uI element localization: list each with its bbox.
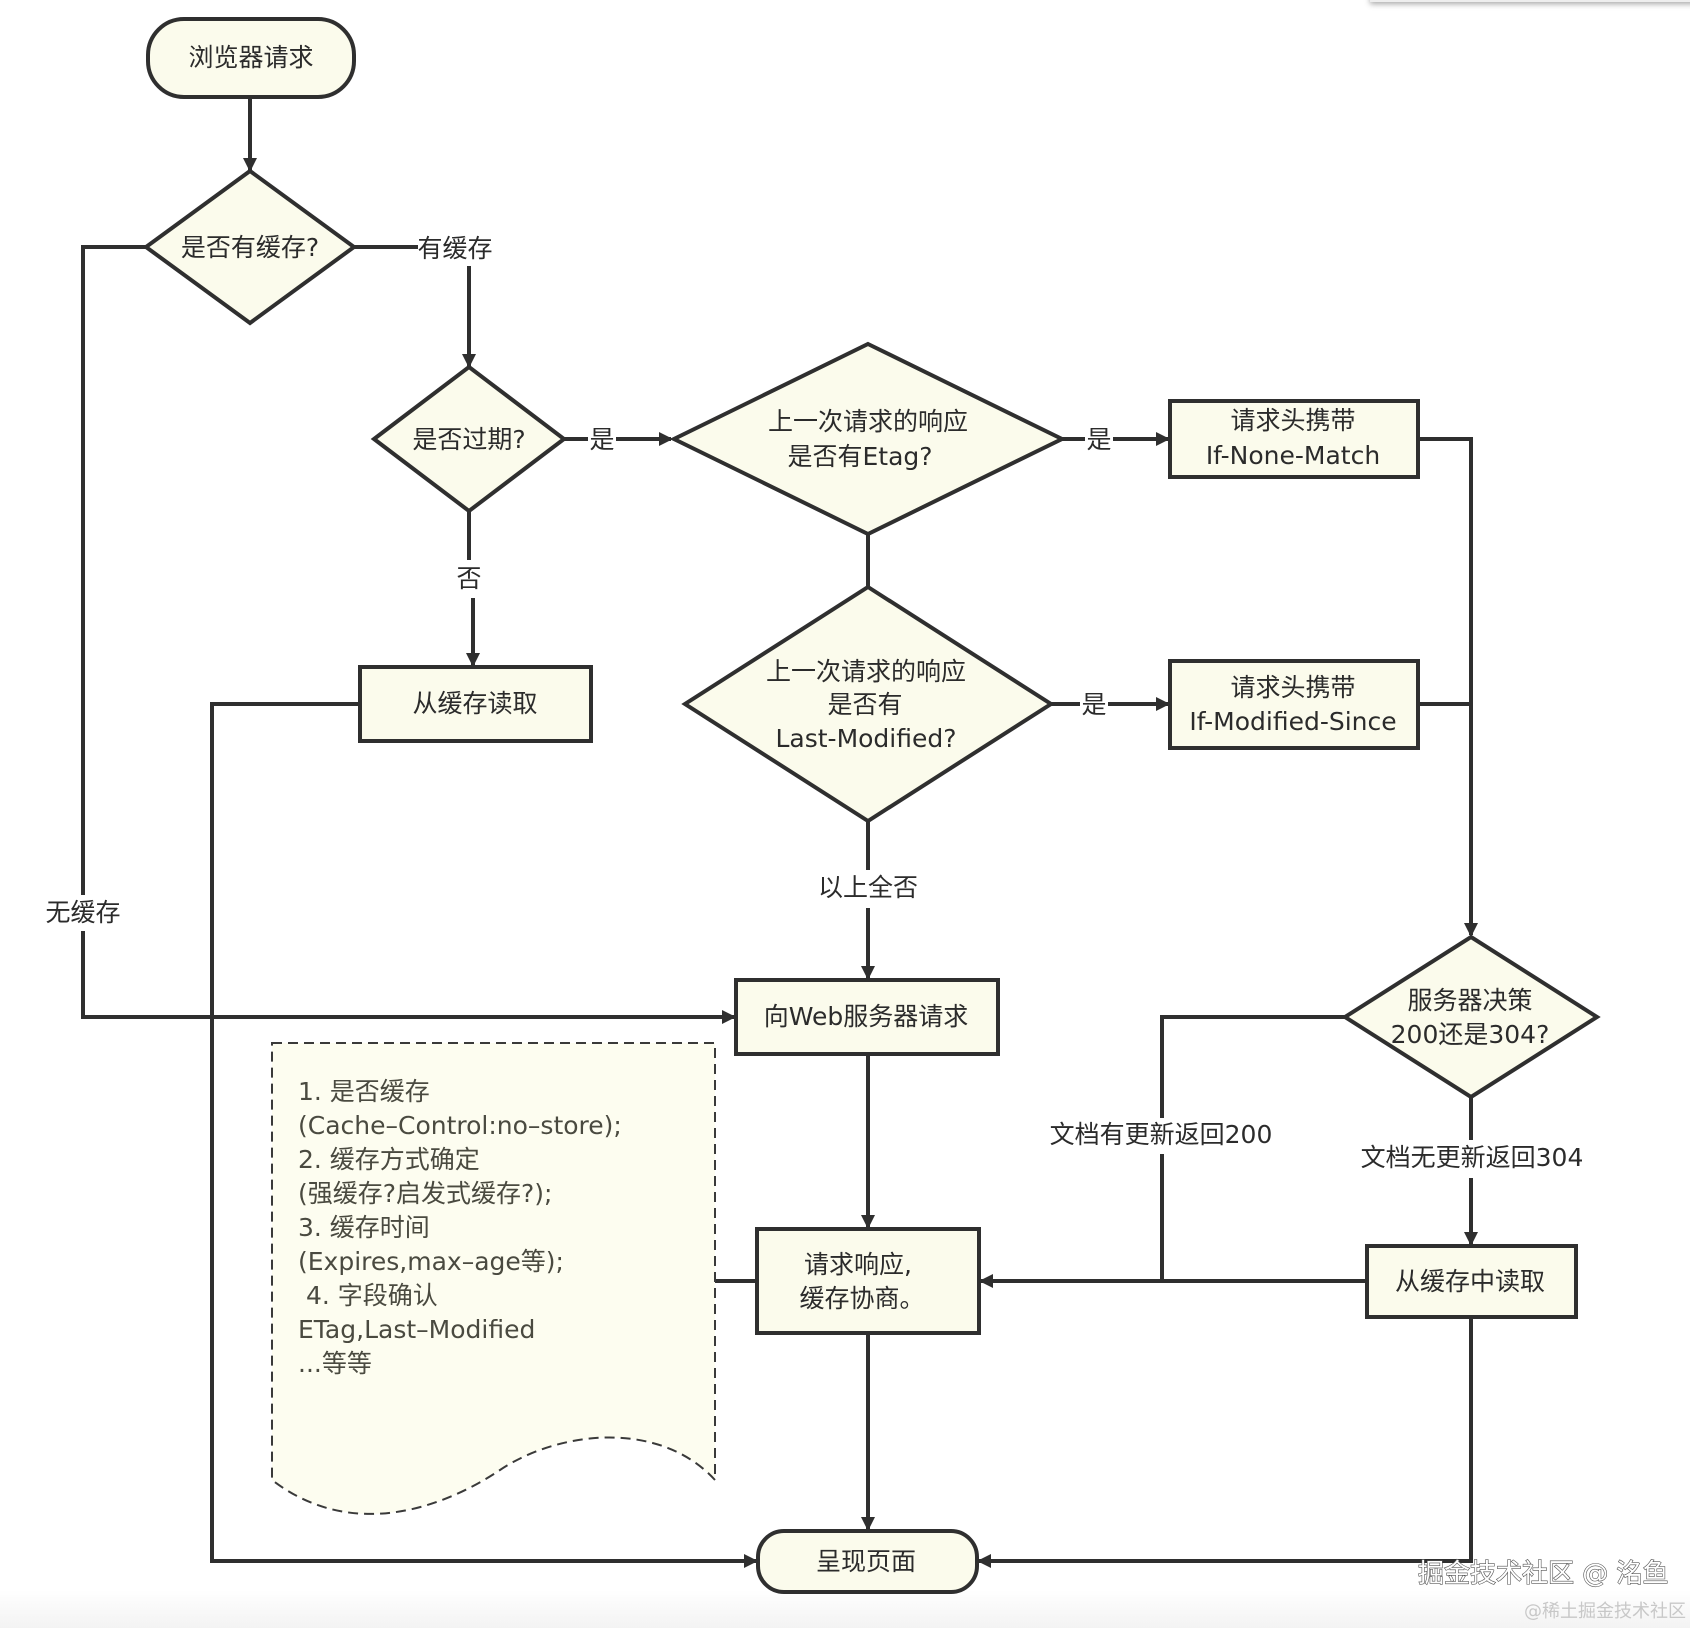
edge-expired-no-to-read-cache [469, 511, 473, 665]
label-etag-yes: 是 [1086, 425, 1111, 454]
read-cache-304-label: 从缓存中读取 [1395, 1267, 1545, 1296]
etag-decision [669, 341, 1067, 537]
server-decision-line2: 200还是304? [1391, 1020, 1550, 1049]
read-cache-304-node [1365, 1244, 1578, 1319]
read-cache-node [358, 665, 593, 743]
edge-read-cache-304-to-render [977, 1317, 1473, 1568]
edge-has-cache-to-expired [354, 245, 469, 366]
server-decision-line1: 服务器决策 [1407, 986, 1532, 1015]
note-text-block: 1. 是否缓存 (Cache–Control:no–store); 2. 缓存方式确… [298, 1077, 622, 1378]
note-line: 1. 是否缓存 [298, 1077, 430, 1106]
if-modified-since-line1: 请求头携带 [1230, 673, 1355, 702]
if-modified-since-line2: If-Modified-Since [1189, 707, 1396, 736]
last-modified-decision [681, 584, 1055, 824]
response-line2: 缓存协商。 [799, 1284, 924, 1313]
note-line: (强缓存?启发式缓存?); [298, 1179, 552, 1208]
response-node [755, 1227, 981, 1335]
note-line: (Cache–Control:no–store); [298, 1111, 622, 1140]
edge-read-cache-to-render [210, 702, 758, 1568]
start-node [146, 17, 356, 99]
has-cache-label: 是否有缓存? [181, 233, 319, 262]
if-none-match-line2: If-None-Match [1206, 441, 1380, 470]
last-mod-line3: Last-Modified? [775, 724, 956, 753]
window-edge-shadow [1370, 0, 1690, 2]
bottom-fade [0, 1590, 1690, 1628]
label-expired-yes: 是 [589, 425, 614, 454]
note-line: 4. 字段确认 [298, 1281, 438, 1310]
label-has-cache: 有缓存 [417, 234, 492, 263]
watermark-sub: @稀土掘金技术社区 [1524, 1601, 1686, 1622]
label-all-no: 以上全否 [818, 873, 918, 902]
note-shape [271, 1042, 716, 1515]
expired-label: 是否过期? [412, 425, 525, 454]
label-updated-200: 文档有更新返回200 [1050, 1120, 1273, 1149]
note-line: 2. 缓存方式确定 [298, 1145, 480, 1174]
etag-label-line1: 上一次请求的响应 [768, 407, 968, 436]
response-line1: 请求响应, [804, 1250, 912, 1279]
server-decision-node [1341, 934, 1601, 1100]
if-none-match-node [1168, 399, 1420, 479]
etag-label-line2: 是否有Etag? [787, 442, 932, 471]
label-not-updated-304: 文档无更新返回304 [1361, 1143, 1584, 1172]
web-request-label: 向Web服务器请求 [764, 1002, 969, 1031]
web-request-node [734, 978, 1000, 1056]
note-line: ...等等 [298, 1349, 372, 1378]
read-cache-label: 从缓存读取 [412, 689, 537, 718]
has-cache-decision [142, 168, 358, 326]
label-expired-no: 否 [456, 564, 481, 593]
label-last-mod-yes: 是 [1081, 690, 1106, 719]
note-line: 3. 缓存时间 [298, 1213, 430, 1242]
note-line: ETag,Last–Modified [298, 1315, 535, 1344]
render-label: 呈现页面 [816, 1547, 916, 1576]
render-node [756, 1529, 979, 1594]
edge-if-none-match-to-server [1418, 437, 1478, 937]
watermark-main: 掘金技术社区 @ 洺鱼 [1418, 1559, 1669, 1589]
if-none-match-line1: 请求头携带 [1230, 406, 1355, 435]
note-line: (Expires,max–age等); [298, 1247, 564, 1276]
last-mod-line1: 上一次请求的响应 [766, 657, 966, 686]
if-modified-since-node [1168, 659, 1420, 750]
start-label: 浏览器请求 [188, 43, 313, 72]
last-mod-line2: 是否有 [827, 690, 902, 719]
expired-decision [370, 364, 568, 514]
edge-no-cache-to-web-request [81, 245, 736, 1024]
label-no-cache: 无缓存 [45, 898, 120, 927]
